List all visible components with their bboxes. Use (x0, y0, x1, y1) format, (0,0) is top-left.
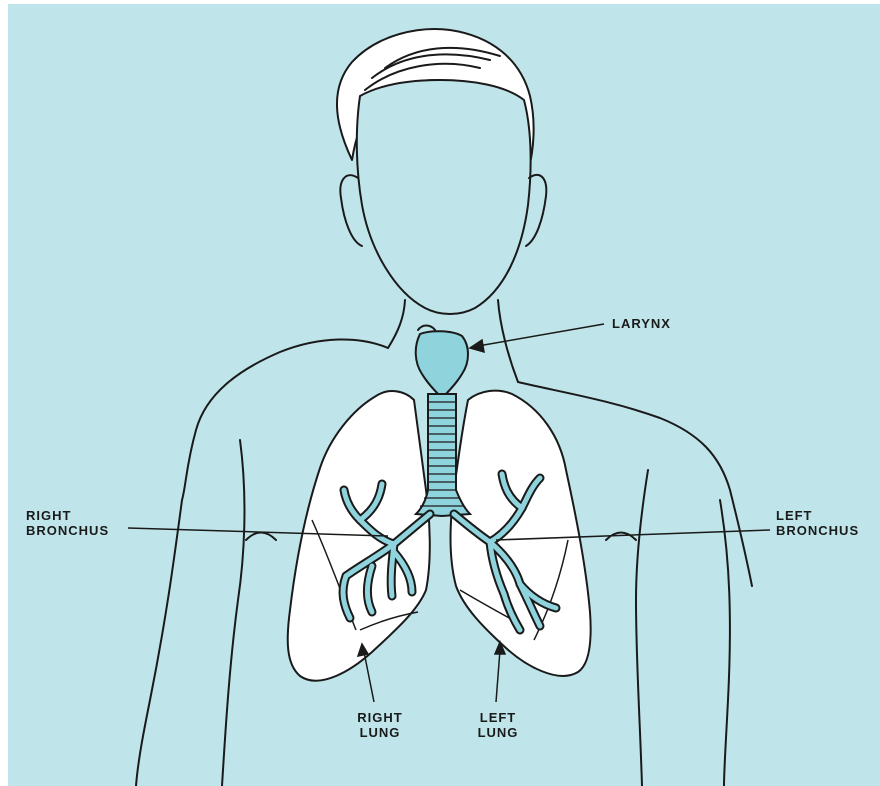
left-lung-label: LEFT LUNG (470, 710, 526, 740)
larynx (416, 331, 468, 398)
larynx-label-text: LARYNX (612, 316, 671, 331)
left-bronchus-label-line1: LEFT (776, 508, 859, 523)
left-lung-label-line2: LUNG (470, 725, 526, 740)
right-lung-leader (364, 652, 374, 702)
left-lung-label-line1: LEFT (470, 710, 526, 725)
left-bronchus-label: LEFT BRONCHUS (776, 508, 859, 538)
right-lung-label-line2: LUNG (350, 725, 410, 740)
larynx-leader (478, 324, 604, 346)
face (357, 80, 531, 314)
right-bronchus-label: RIGHT BRONCHUS (26, 508, 109, 538)
right-bronchus-label-line1: RIGHT (26, 508, 109, 523)
right-bronchus-label-line2: BRONCHUS (26, 523, 109, 538)
left-bronchus-label-line2: BRONCHUS (776, 523, 859, 538)
right-lung-label: RIGHT LUNG (350, 710, 410, 740)
right-lung-label-line1: RIGHT (350, 710, 410, 725)
larynx-label: LARYNX (612, 316, 671, 331)
left-lung-leader (496, 650, 500, 702)
